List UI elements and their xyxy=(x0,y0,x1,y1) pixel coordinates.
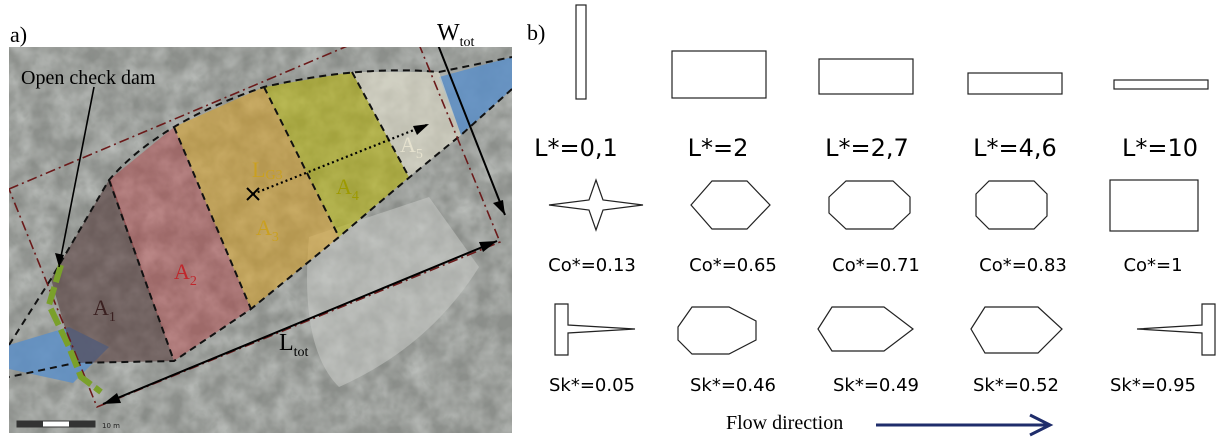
label-co-1: Co*=1 xyxy=(1123,255,1183,276)
dam-pointer xyxy=(58,86,95,268)
shape-l-10 xyxy=(1113,79,1209,90)
w-tot-arrow xyxy=(437,47,506,216)
l-tot-label: Ltot xyxy=(279,330,309,360)
flow-direction: Flow direction xyxy=(726,410,1056,440)
shape-l-2-7 xyxy=(818,58,914,95)
w-tot-label: Wtot xyxy=(437,20,475,50)
l-tot-arrow xyxy=(102,240,498,405)
label-sk-0-49: Sk*=0.49 xyxy=(832,375,919,396)
lg3-label: LG3 xyxy=(252,157,283,183)
centroid-mark xyxy=(246,187,260,201)
area-a2-label: A2 xyxy=(174,259,197,289)
shape-co-0-13 xyxy=(548,178,644,232)
area-a2 xyxy=(109,127,251,361)
area-a1-label: A1 xyxy=(93,295,116,325)
label-l-2: L*=2 xyxy=(687,134,749,162)
label-sk-0-52: Sk*=0.52 xyxy=(972,375,1059,396)
shape-co-0-65 xyxy=(690,180,771,230)
water-upstream xyxy=(439,57,512,135)
shape-co-0-71 xyxy=(828,180,911,230)
label-sk-0-05: Sk*=0.05 xyxy=(548,375,635,396)
catchment-boundary xyxy=(9,56,512,378)
label-co-0-83: Co*=0.83 xyxy=(979,255,1067,276)
shape-l-4-6 xyxy=(967,72,1063,95)
area-a1 xyxy=(51,180,174,363)
check-dam-line xyxy=(45,264,103,395)
area-a4-label: A4 xyxy=(336,174,359,204)
flow-direction-label: Flow direction xyxy=(726,412,844,434)
label-l-4-6: L*=4,6 xyxy=(973,134,1057,162)
shape-sk-0-95 xyxy=(1136,303,1216,356)
shape-sk-0-46 xyxy=(677,306,757,355)
label-co-0-13: Co*=0.13 xyxy=(548,255,636,276)
shape-co-0-83 xyxy=(975,180,1048,230)
shape-sk-0-52 xyxy=(970,306,1063,354)
shape-l-2 xyxy=(671,50,767,99)
shape-sk-0-49 xyxy=(817,306,914,352)
shape-co-1 xyxy=(1109,179,1199,232)
panel-a-label: a) xyxy=(10,22,28,47)
area-a5-label: A5 xyxy=(400,132,423,162)
panel-b-label: b) xyxy=(527,20,546,45)
label-sk-0-95: Sk*=0.95 xyxy=(1109,375,1196,396)
lg3-arrow xyxy=(252,122,430,196)
label-co-0-65: Co*=0.65 xyxy=(689,255,777,276)
area-a5 xyxy=(352,72,461,177)
label-l-0-1: L*=0,1 xyxy=(534,134,618,162)
label-l-2-7: L*=2,7 xyxy=(825,134,909,162)
bounding-rectangle xyxy=(9,47,502,409)
label-sk-0-46: Sk*=0.46 xyxy=(689,375,776,396)
aerial-map: Open check dam A1 A2 A3 A4 A5 LG3 Ltot 1… xyxy=(9,47,512,433)
area-dividers xyxy=(108,71,410,362)
area-a3-label: A3 xyxy=(256,215,279,245)
dam-label: Open check dam xyxy=(21,67,156,89)
flow-arrow-icon xyxy=(876,413,1054,437)
shape-sk-0-05 xyxy=(554,303,636,356)
label-l-10: L*=10 xyxy=(1121,134,1199,162)
shape-l-0-1 xyxy=(575,4,587,100)
label-co-0-71: Co*=0.71 xyxy=(832,255,920,276)
scale-bar: 10 m xyxy=(16,420,120,430)
area-a4 xyxy=(264,72,409,237)
svg-text:10 m: 10 m xyxy=(102,422,120,430)
